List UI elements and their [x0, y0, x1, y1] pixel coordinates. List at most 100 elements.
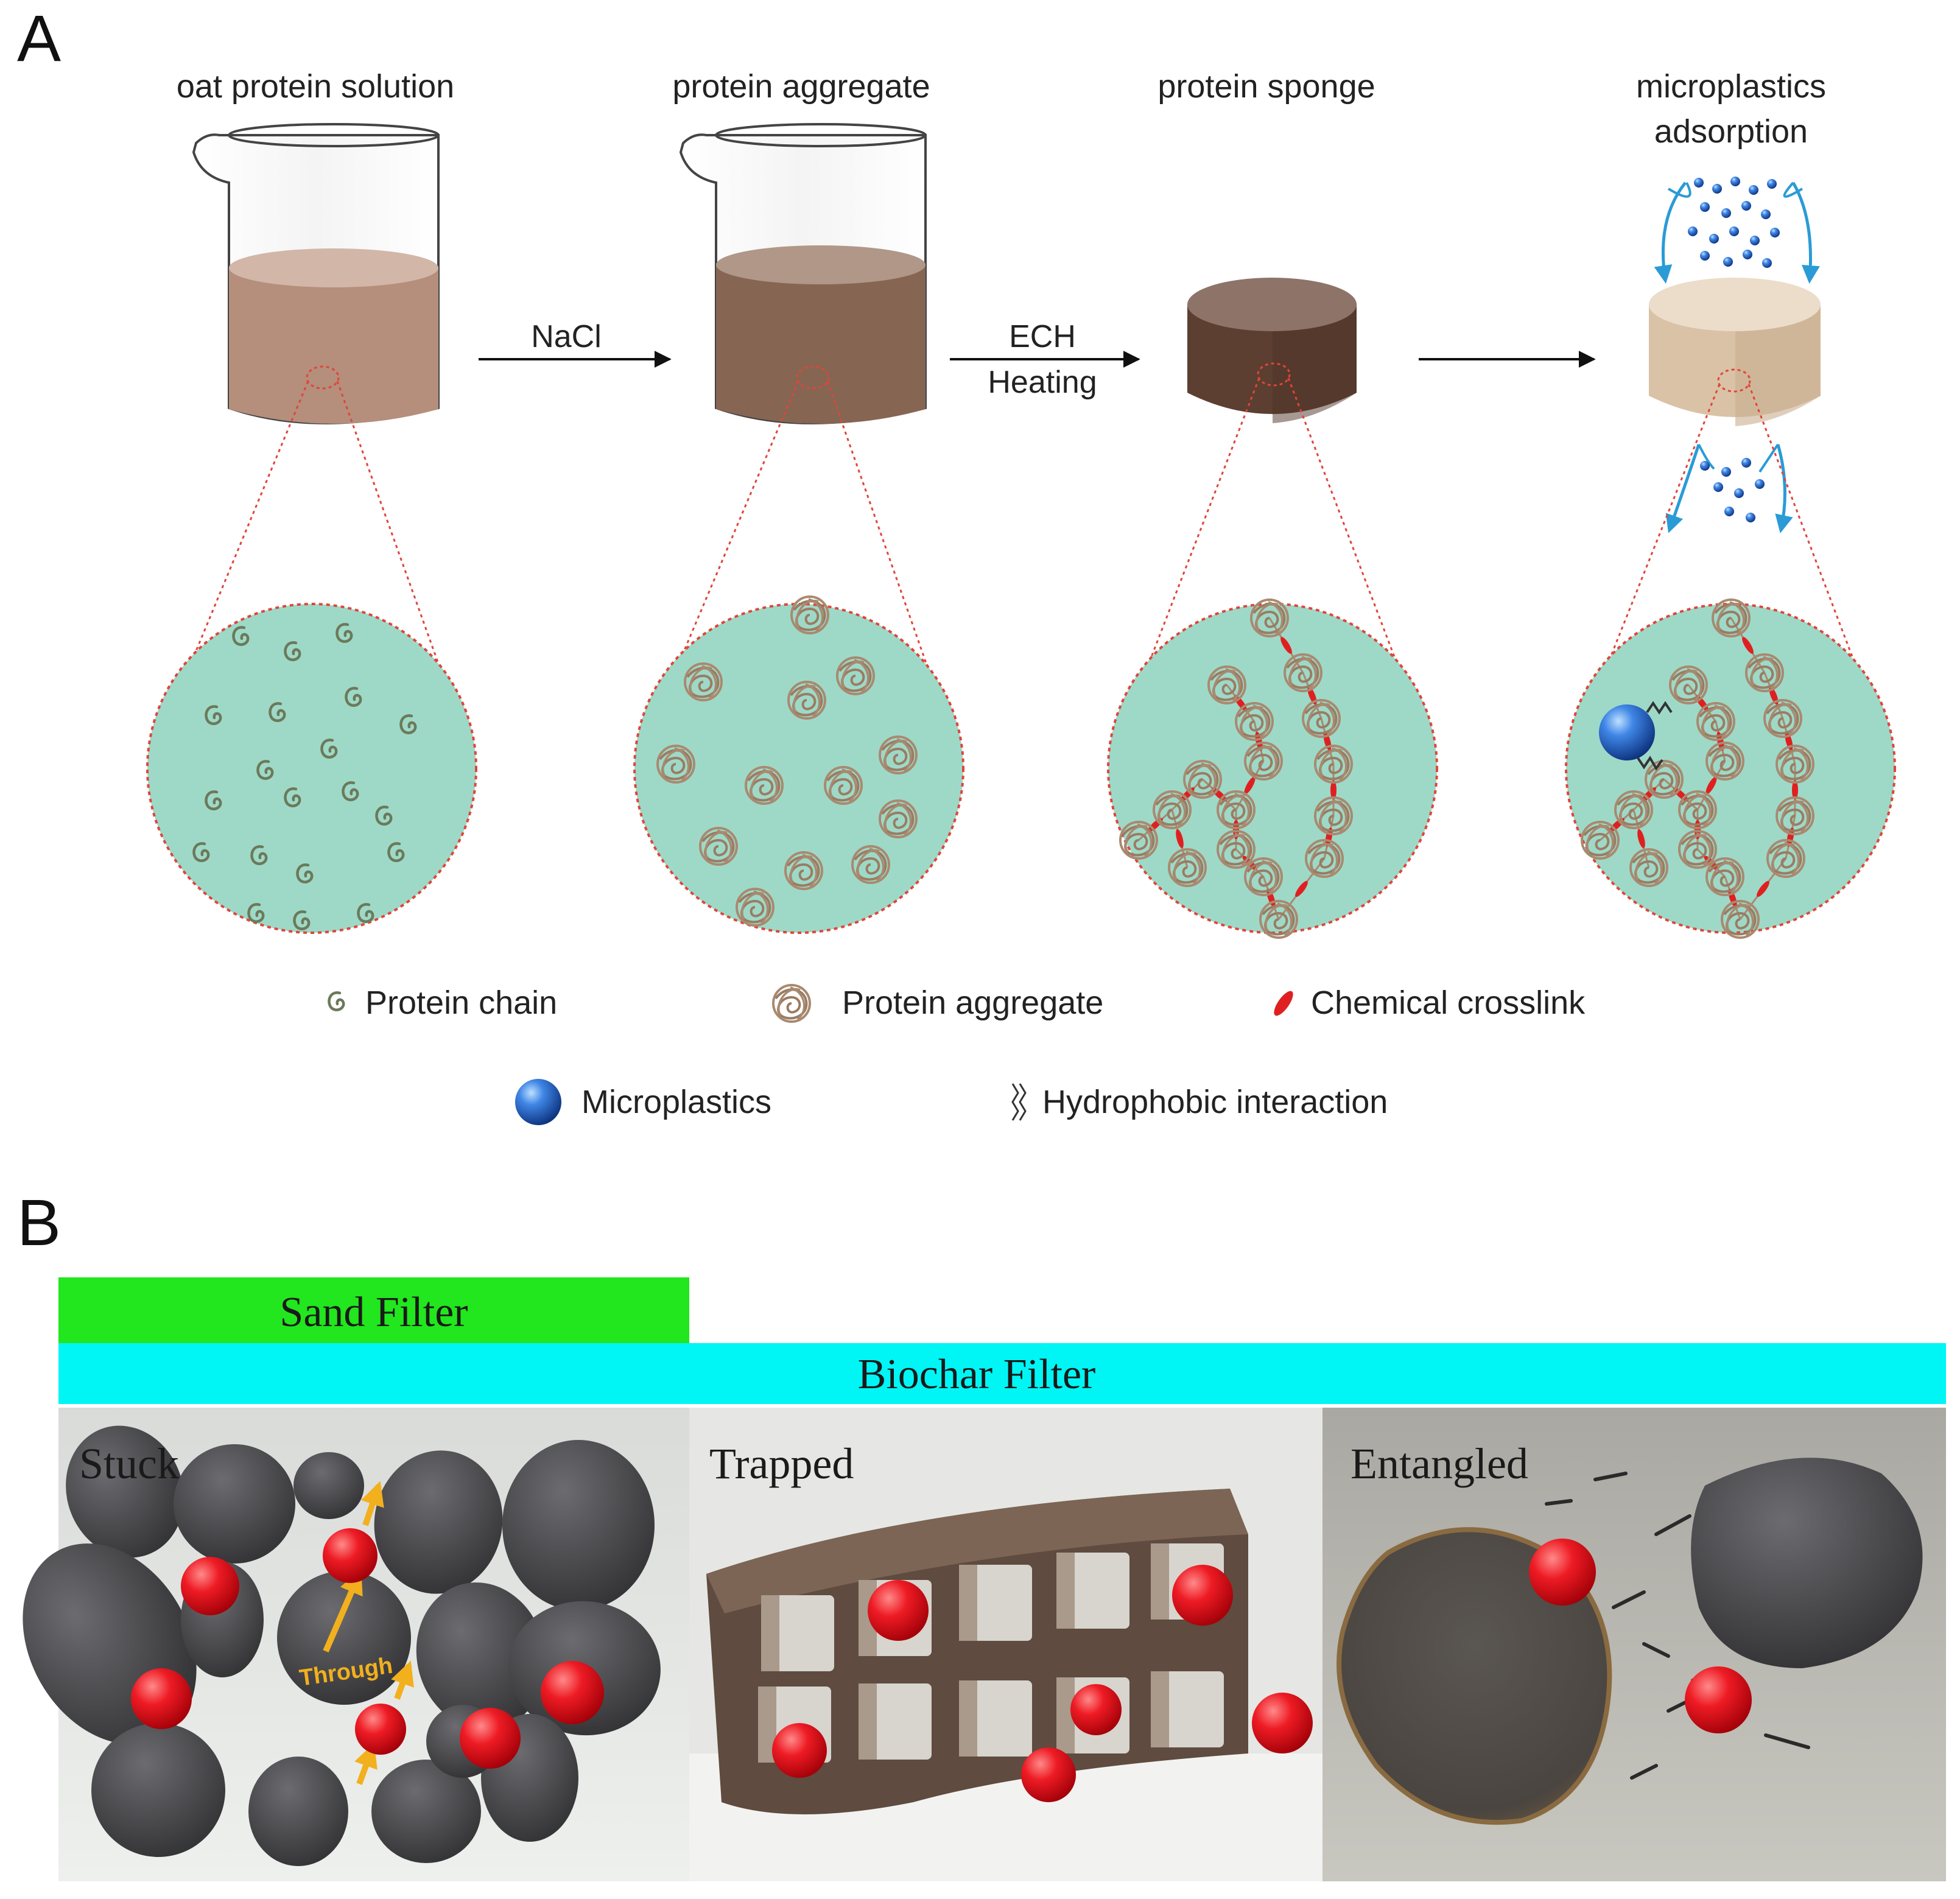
stage-1-label: oat protein solution: [177, 68, 454, 105]
chemical-crosslink: [1786, 827, 1794, 847]
legend: Protein chain Protein aggregate Chemical…: [329, 984, 1586, 1125]
chemical-crosslink: [1295, 880, 1308, 897]
legend-protein-aggregate-label: Protein aggregate: [842, 985, 1103, 1021]
microplastic-dot: [1743, 250, 1752, 259]
microplastic-particle: [541, 1661, 604, 1724]
sand-grain: [502, 1440, 655, 1610]
stage-2-label: protein aggregate: [672, 68, 930, 105]
beaker-protein-aggregate: [679, 123, 927, 424]
legend-protein-aggregate-icon: [772, 984, 811, 1023]
microplastic-dot: [1730, 177, 1740, 186]
legend-chemical-crosslink-label: Chemical crosslink: [1311, 985, 1586, 1021]
arrow-1-label: NaCl: [531, 319, 602, 354]
microplastic-dot: [1694, 178, 1704, 188]
microplastic-dot: [1713, 482, 1723, 492]
adsorbent-sponge-cylinder: [1649, 278, 1821, 426]
biochar-fiber: [1764, 1733, 1810, 1749]
protein-sponge-cylinder: [1187, 278, 1357, 423]
microplastic-particle: [1529, 1539, 1596, 1606]
sand-filter-bar: [58, 1277, 689, 1343]
mechanism-stuck-label: Stuck: [79, 1439, 179, 1488]
zoom-circles: [146, 362, 1896, 939]
zoom-circle-2: [633, 365, 964, 934]
arrow-2-label-line-1: ECH: [1009, 319, 1076, 354]
sand-grain: [371, 1760, 481, 1863]
chemical-crosslink: [1757, 880, 1769, 897]
microplastic-particle: [1021, 1747, 1076, 1802]
microplastic-particle: [868, 1580, 929, 1641]
microplastic-dot: [1700, 461, 1710, 471]
legend-microplastics-icon: [515, 1079, 561, 1125]
biochar-filter-bar: [58, 1343, 1946, 1404]
biochar-rock-right: [1691, 1458, 1923, 1668]
microplastic-dot: [1741, 458, 1751, 468]
biochar-fiber: [1545, 1499, 1573, 1506]
chemical-crosslink: [1307, 686, 1317, 705]
beaker-oat-protein-solution: [192, 123, 440, 424]
microplastic-dot: [1721, 208, 1731, 218]
chemical-crosslink: [1330, 780, 1337, 800]
microplastic-particle: [355, 1704, 406, 1755]
microplastic-dot: [1688, 226, 1698, 236]
biochar-filter-label: Biochar Filter: [858, 1351, 1096, 1398]
biochar-fiber: [1654, 1514, 1691, 1536]
microplastic-dot: [1750, 236, 1760, 245]
chemical-crosslink: [1705, 776, 1717, 795]
legend-microplastics-label: Microplastics: [581, 1084, 771, 1120]
stuck-scene: Through Stuck: [23, 1408, 689, 1881]
microplastic-dot: [1729, 226, 1739, 236]
microplastic-particle: [323, 1528, 378, 1583]
sand-grain: [174, 1444, 295, 1564]
hydrophobic-interaction: [1646, 701, 1673, 715]
chemical-crosslink: [1325, 827, 1333, 847]
microplastic-dot: [1700, 251, 1710, 261]
microplastic-dot: [1712, 184, 1722, 194]
entangled-scene: Entangled: [1322, 1408, 1946, 1881]
microplastic-dot: [1721, 467, 1731, 477]
sand-grain: [248, 1757, 348, 1866]
zoom-circle-3: [1107, 362, 1438, 934]
sand-grain: [66, 1425, 184, 1558]
microplastic-particle: [1685, 1666, 1752, 1733]
legend-protein-chain-icon: [329, 992, 343, 1009]
microplastic-particle: [131, 1668, 192, 1729]
flow-arrows: [1654, 181, 1820, 533]
microplastic-particle: [772, 1723, 827, 1778]
microplastic-dot: [1734, 488, 1744, 498]
biochar-fiber: [1642, 1642, 1670, 1658]
legend-hydrophobic-interaction-label: Hydrophobic interaction: [1042, 1084, 1388, 1120]
microplastic-particle: [1070, 1684, 1122, 1735]
microplastic-dot: [1762, 258, 1772, 268]
chemical-crosslink: [1176, 829, 1184, 849]
panel-a-letter: A: [17, 1, 61, 75]
microplastic-dot: [1761, 209, 1771, 219]
microplastic-sphere: [1599, 704, 1655, 760]
mechanism-trapped-label: Trapped: [709, 1439, 854, 1488]
chemical-crosslink: [1769, 686, 1779, 705]
microplastic-dot: [1755, 479, 1765, 489]
microplastic-dot: [1724, 507, 1734, 516]
microplastic-dot: [1746, 513, 1755, 522]
mechanism-entangled-label: Entangled: [1351, 1439, 1528, 1488]
microplastic-dot: [1749, 185, 1758, 195]
stage-4-label-line-1: microplastics: [1636, 68, 1826, 105]
microplastic-particles: [131, 1528, 1752, 1802]
sand-grain: [91, 1723, 225, 1857]
through-arrows: [323, 1481, 414, 1785]
legend-protein-chain-label: Protein chain: [365, 985, 557, 1021]
legend-crosslink-icon: [1274, 991, 1293, 1016]
microplastic-dots: [1688, 177, 1780, 522]
microplastic-dot: [1723, 257, 1733, 267]
microplastic-dot: [1741, 201, 1751, 211]
sand-filter-label: Sand Filter: [279, 1289, 468, 1336]
chemical-crosslink: [1244, 776, 1256, 795]
panel-a: A oat protein solution protein aggregate…: [17, 1, 1896, 1125]
stage-4-label-line-2: adsorption: [1654, 113, 1808, 150]
biochar-fiber: [1593, 1472, 1628, 1481]
sand-grain: [277, 1571, 411, 1705]
sand-grain: [416, 1582, 546, 1730]
chemical-crosslink: [1792, 780, 1798, 800]
panel-b: B Sand Filter Biochar Filter Through Stu…: [17, 1185, 1946, 1881]
